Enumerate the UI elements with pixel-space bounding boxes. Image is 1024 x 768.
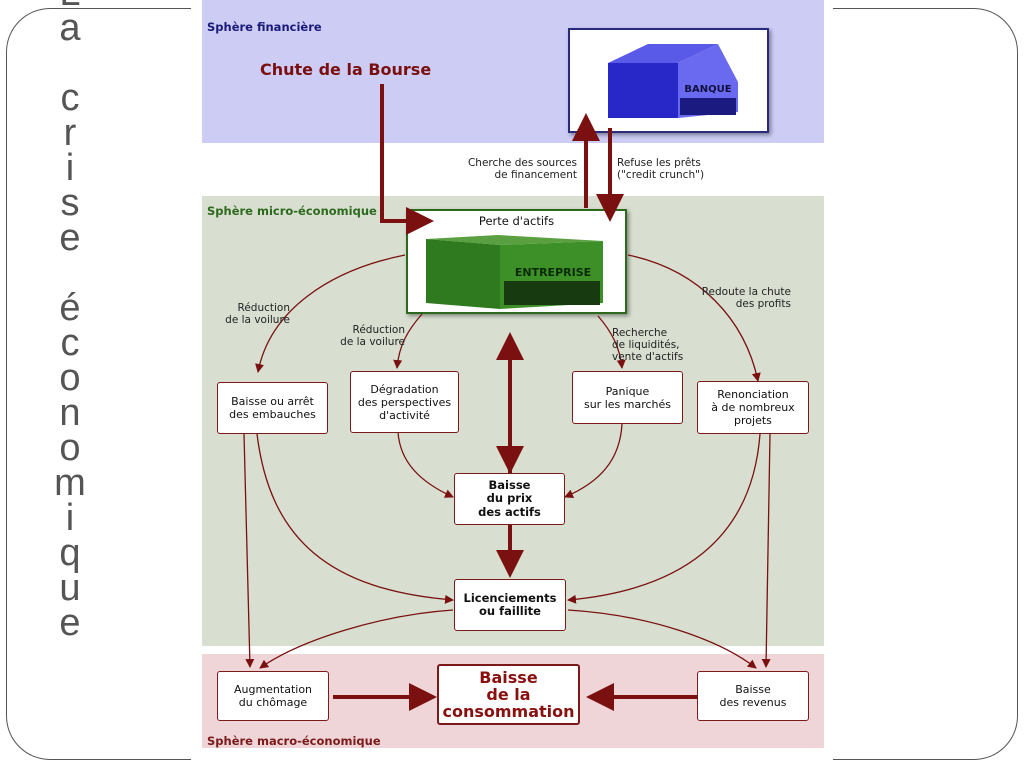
- note-refuse-loans: Refuse les prêts ("credit crunch"): [617, 157, 705, 181]
- note-reduce-sail-left: Réduction de la voilure: [225, 302, 290, 326]
- node-unemployment-rise: Augmentation du chômage: [217, 671, 329, 721]
- slide-frame-left: [6, 8, 191, 760]
- company-sign: ENTREPRISE: [515, 266, 591, 279]
- node-consumption-drop: Baisse de la consommation: [437, 664, 580, 725]
- note-reduce-sail-center: Réduction de la voilure: [340, 324, 405, 348]
- arrow-layoffs-to-income: [567, 609, 757, 669]
- stock-market-crash-label: Chute de la Bourse: [260, 60, 432, 79]
- arrow-panic-to-assets: [564, 423, 623, 498]
- arrow-crash-to-company: [380, 84, 434, 235]
- node-market-panic: Panique sur les marchés: [572, 371, 683, 424]
- company-box: Perte d'actifs ENTREPRISE: [406, 209, 627, 314]
- node-outlook-deterioration: Dégradation des perspectives d'activité: [350, 371, 459, 433]
- node-income-drop: Baisse des revenus: [697, 671, 809, 721]
- arrow-company-to-outlook: [393, 313, 423, 369]
- arrow-outlook-to-assets: [397, 431, 454, 498]
- note-seek-funding: Cherche des sources de financement: [467, 157, 577, 181]
- financial-sphere-label: Sphère financière: [207, 20, 322, 34]
- node-project-cancellation: Renonciation à de nombreux projets: [697, 381, 809, 434]
- slide-frame-right: [833, 8, 1018, 760]
- note-liquidity: Recherche de liquidités, vente d'actifs: [612, 327, 684, 363]
- arrow-hiring-to-unemployment: [243, 433, 255, 668]
- slide-title: L a c r i s e é c o n o m i q u e: [54, 0, 86, 644]
- node-asset-price-drop: Baisse du prix des actifs: [454, 473, 565, 525]
- bank-sign: BANQUE: [684, 84, 731, 95]
- node-hiring-freeze: Baisse ou arrêt des embauches: [217, 382, 328, 434]
- note-fear-profits: Redoute la chute des profits: [701, 286, 791, 310]
- bank-building-icon: BANQUE: [608, 44, 738, 118]
- macro-sphere-label: Sphère macro-économique: [207, 734, 381, 748]
- asset-loss-title: Perte d'actifs: [478, 214, 555, 228]
- arrow-projects-to-layoffs: [567, 433, 761, 604]
- bank-box: BANQUE: [568, 28, 769, 133]
- arrow-layoffs-to-unemployment: [259, 609, 454, 669]
- arrow-company-to-hiring: [255, 254, 406, 373]
- node-layoffs: Licenciements ou faillite: [454, 579, 566, 631]
- micro-sphere-label: Sphère micro-économique: [207, 204, 377, 218]
- company-building-icon: ENTREPRISE: [426, 235, 603, 309]
- arrow-company-to-projects: [627, 254, 761, 382]
- arrow-company-to-panic: [597, 315, 626, 369]
- arrow-hiring-to-layoffs: [256, 433, 454, 604]
- arrow-projects-to-income: [761, 433, 771, 668]
